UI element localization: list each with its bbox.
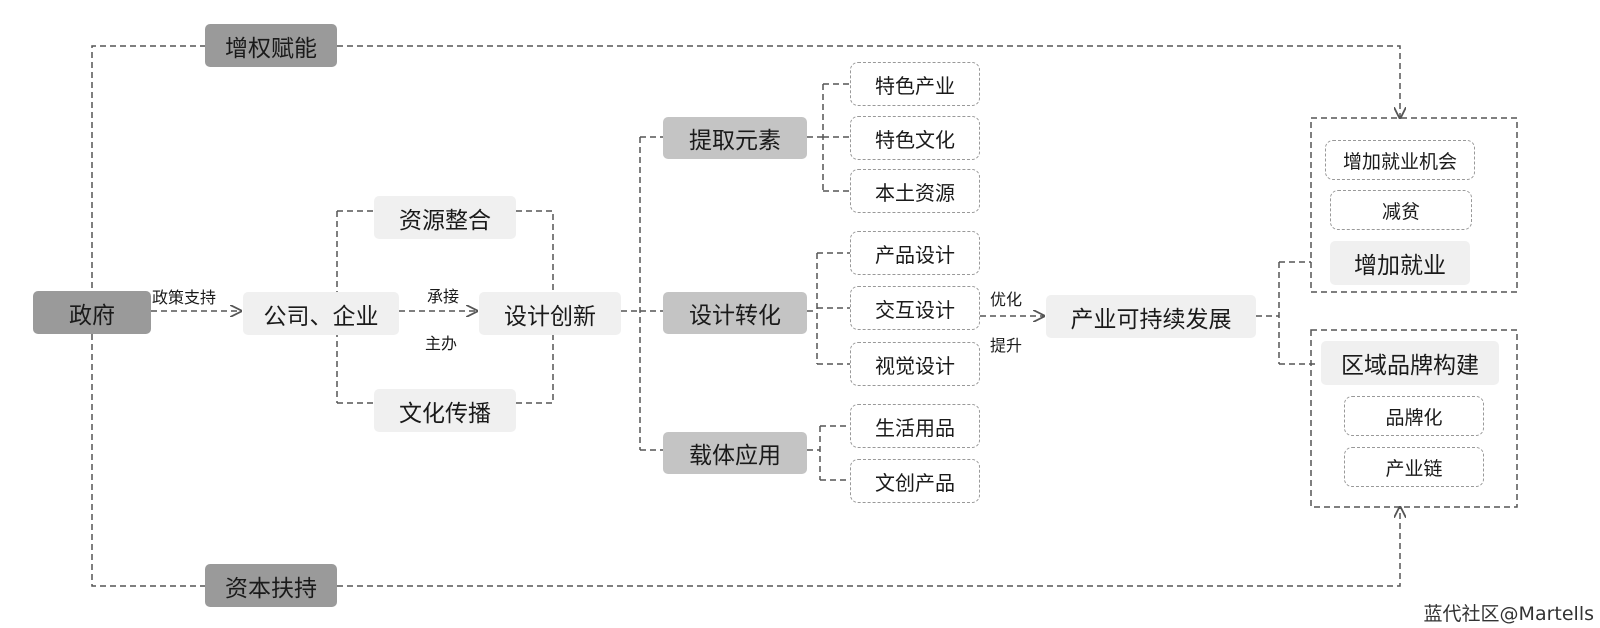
improve-label: 提升	[990, 336, 1023, 355]
connector-top-loop	[91, 45, 205, 288]
carrier-application-node: 载体应用	[663, 432, 807, 474]
lead-label: 主办	[425, 334, 458, 353]
company-node: 公司、企业	[243, 292, 399, 335]
regional-brand-node: 区域品牌构建	[1321, 341, 1499, 385]
policy-support-label: 政策支持	[152, 288, 217, 307]
government-node: 政府	[33, 291, 151, 334]
leaf-cultural-products: 文创产品	[850, 459, 980, 503]
brand-group	[1310, 329, 1518, 508]
capital-support-node: 资本扶持	[205, 564, 337, 607]
leaf-industry-chain: 产业链	[1344, 447, 1484, 487]
increase-employment-node: 增加就业	[1330, 241, 1470, 285]
design-innovation-node: 设计创新	[479, 292, 621, 335]
culture-spread-node: 文化传播	[374, 389, 516, 432]
undertake-label: 承接	[427, 287, 460, 306]
leaf-special-culture: 特色文化	[850, 116, 980, 160]
sustainable-development-node: 产业可持续发展	[1046, 295, 1256, 338]
empowerment-node: 增权赋能	[205, 24, 337, 67]
optimize-label: 优化	[990, 290, 1023, 309]
extract-elements-node: 提取元素	[663, 117, 807, 159]
leaf-branding: 品牌化	[1344, 396, 1484, 436]
leaf-special-industry: 特色产业	[850, 62, 980, 106]
leaf-visual-design: 视觉设计	[850, 342, 980, 386]
watermark: 蓝代社区@Martells	[1423, 603, 1594, 625]
leaf-daily-goods: 生活用品	[850, 404, 980, 448]
leaf-local-resources: 本土资源	[850, 169, 980, 213]
leaf-interaction-design: 交互设计	[850, 286, 980, 330]
employment-group	[1310, 117, 1518, 293]
resource-integration-node: 资源整合	[374, 196, 516, 239]
connector-top-to-goals	[337, 45, 1400, 118]
connector-bottom-to-goals	[337, 507, 1400, 587]
leaf-product-design: 产品设计	[850, 231, 980, 275]
design-transform-node: 设计转化	[663, 292, 807, 334]
leaf-poverty-reduction: 减贫	[1330, 190, 1472, 230]
connector-bottom-loop	[91, 334, 205, 587]
leaf-more-job-opportunities: 增加就业机会	[1325, 140, 1475, 180]
